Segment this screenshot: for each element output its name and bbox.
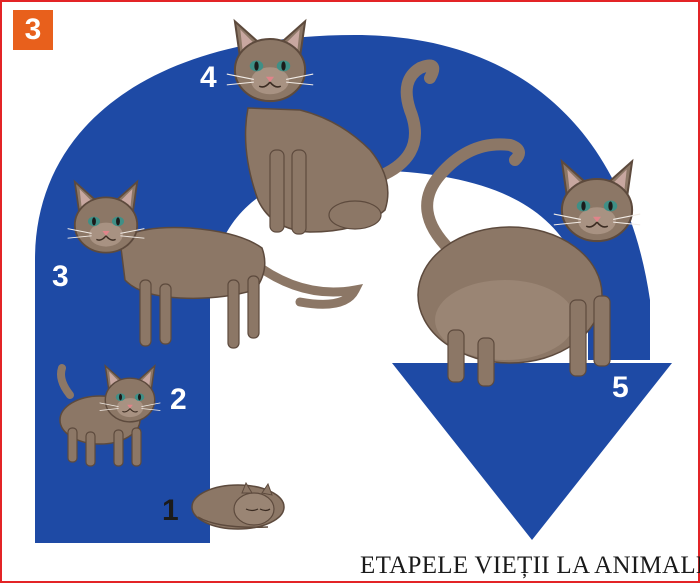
stage-label-1: 1 <box>162 496 179 526</box>
figure-number: 3 <box>13 10 53 50</box>
lifecycle-arrowhead <box>392 363 672 540</box>
stage-label-3: 3 <box>52 262 69 292</box>
stage-label-4: 4 <box>200 63 217 93</box>
figure-caption: ETAPELE VIEȚII LA ANIMALE <box>360 552 700 580</box>
stage-label-5: 5 <box>612 373 629 403</box>
stage-label-2: 2 <box>170 385 187 415</box>
figure-number-badge: 3 <box>13 10 53 50</box>
